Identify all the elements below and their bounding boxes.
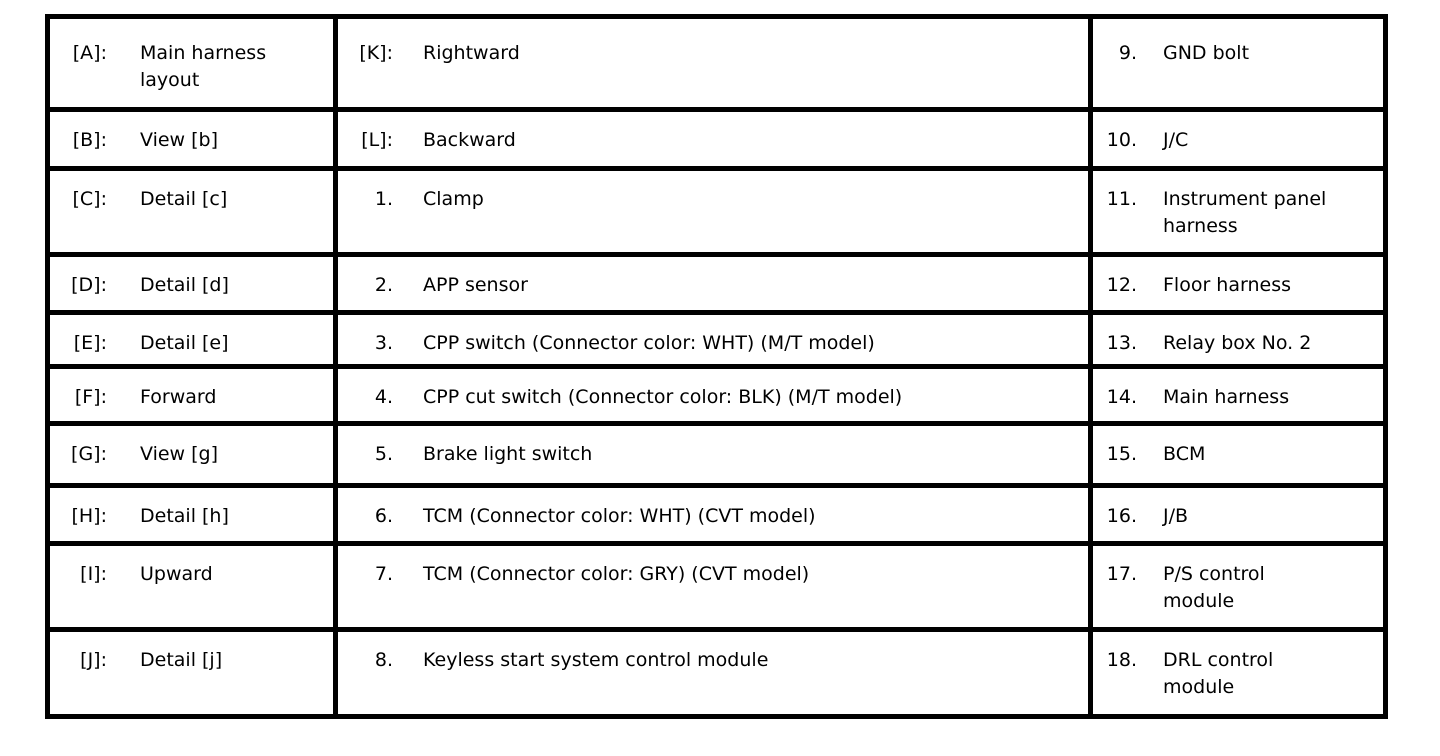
cell-ref-a: [A]: Main harness layout [50, 19, 333, 107]
cell-ref-d: [D]: Detail [d] [50, 257, 333, 310]
item-marker: 9. [1118, 42, 1137, 64]
item-label: Detail [j] [140, 649, 223, 671]
item-label: CPP cut switch (Connector color: BLK) (M… [423, 386, 903, 408]
cell-item-14: 14. Main harness [1093, 369, 1383, 421]
item-marker: 7. [374, 563, 393, 585]
cell-item-16: 16. J/B [1093, 488, 1383, 541]
item-marker: 16. [1106, 505, 1137, 527]
item-label: DRL control module [1163, 649, 1274, 698]
cell-item-2: 2. APP sensor [338, 257, 1088, 310]
cell-item-11: 11. Instrument panel harness [1093, 171, 1383, 252]
item-marker: [B]: [72, 129, 107, 151]
item-marker: [J]: [80, 649, 107, 671]
cell-item-6: 6. TCM (Connector color: WHT) (CVT model… [338, 488, 1088, 541]
item-label: Main harness layout [140, 42, 267, 91]
cell-item-5: 5. Brake light switch [338, 426, 1088, 483]
item-marker: [H]: [71, 505, 107, 527]
cell-ref-i: [I]: Upward [50, 546, 333, 627]
cell-item-3: 3. CPP switch (Connector color: WHT) (M/… [338, 315, 1088, 364]
cell-ref-f: [F]: Forward [50, 369, 333, 421]
cell-ref-l: [L]: Backward [338, 112, 1088, 166]
item-marker: 2. [374, 274, 393, 296]
item-label: Clamp [423, 188, 484, 210]
item-label: TCM (Connector color: GRY) (CVT model) [423, 563, 810, 585]
item-marker: 14. [1106, 386, 1137, 408]
item-marker: [K]: [359, 42, 393, 64]
item-marker: 5. [374, 443, 393, 465]
cell-ref-g: [G]: View [g] [50, 426, 333, 483]
item-label: Detail [d] [140, 274, 229, 296]
item-marker: 4. [374, 386, 393, 408]
cell-item-9: 9. GND bolt [1093, 19, 1383, 107]
cell-item-17: 17. P/S control module [1093, 546, 1383, 627]
cell-item-8: 8. Keyless start system control module [338, 632, 1088, 714]
item-label: Backward [423, 129, 516, 151]
cell-item-1: 1. Clamp [338, 171, 1088, 252]
item-label: P/S control module [1163, 563, 1265, 612]
item-label: GND bolt [1163, 42, 1250, 64]
cell-ref-j: [J]: Detail [j] [50, 632, 333, 714]
cell-ref-e: [E]: Detail [e] [50, 315, 333, 364]
item-marker: [E]: [73, 332, 107, 354]
item-marker: 3. [374, 332, 393, 354]
item-marker: 6. [374, 505, 393, 527]
item-label: Detail [h] [140, 505, 229, 527]
item-label: TCM (Connector color: WHT) (CVT model) [423, 505, 816, 527]
item-marker: 15. [1106, 443, 1137, 465]
item-marker: [F]: [74, 386, 107, 408]
item-label: Detail [c] [140, 188, 228, 210]
item-marker: [L]: [361, 129, 393, 151]
item-marker: [I]: [80, 563, 107, 585]
item-label: View [b] [140, 129, 219, 151]
item-marker: [G]: [71, 443, 107, 465]
item-label: Main harness [1163, 386, 1290, 408]
cell-ref-b: [B]: View [b] [50, 112, 333, 166]
item-label: Floor harness [1163, 274, 1291, 296]
item-marker: 10. [1106, 129, 1137, 151]
cell-item-10: 10. J/C [1093, 112, 1383, 166]
cell-item-4: 4. CPP cut switch (Connector color: BLK)… [338, 369, 1088, 421]
item-marker: [A]: [72, 42, 107, 64]
item-label: CPP switch (Connector color: WHT) (M/T m… [423, 332, 875, 354]
item-label: Brake light switch [423, 443, 593, 465]
cell-item-15: 15. BCM [1093, 426, 1383, 483]
cell-ref-h: [H]: Detail [h] [50, 488, 333, 541]
item-label: View [g] [140, 443, 219, 465]
item-marker: 12. [1106, 274, 1137, 296]
item-label: APP sensor [423, 274, 528, 296]
cell-ref-k: [K]: Rightward [338, 19, 1088, 107]
item-label: J/C [1163, 129, 1189, 151]
item-marker: [C]: [72, 188, 108, 210]
item-marker: [D]: [71, 274, 107, 296]
item-label: Instrument panel harness [1163, 188, 1327, 237]
item-label: Forward [140, 386, 217, 408]
item-label: Rightward [423, 42, 520, 64]
item-marker: 1. [374, 188, 393, 210]
cell-item-18: 18. DRL control module [1093, 632, 1383, 714]
cell-item-13: 13. Relay box No. 2 [1093, 315, 1383, 364]
cell-item-7: 7. TCM (Connector color: GRY) (CVT model… [338, 546, 1088, 627]
item-marker: 13. [1106, 332, 1137, 354]
item-marker: 17. [1106, 563, 1137, 585]
item-marker: 18. [1106, 649, 1137, 671]
item-marker: 11. [1106, 188, 1137, 210]
item-label: Detail [e] [140, 332, 229, 354]
item-label: BCM [1163, 443, 1206, 465]
cell-item-12: 12. Floor harness [1093, 257, 1383, 310]
item-label: Keyless start system control module [423, 649, 769, 671]
item-marker: 8. [374, 649, 393, 671]
harness-legend-table: [A]: Main harness layout [B]: View [b] [… [45, 14, 1388, 719]
item-label: Upward [140, 563, 213, 585]
item-label: Relay box No. 2 [1163, 332, 1312, 354]
cell-ref-c: [C]: Detail [c] [50, 171, 333, 252]
item-label: J/B [1163, 505, 1189, 527]
